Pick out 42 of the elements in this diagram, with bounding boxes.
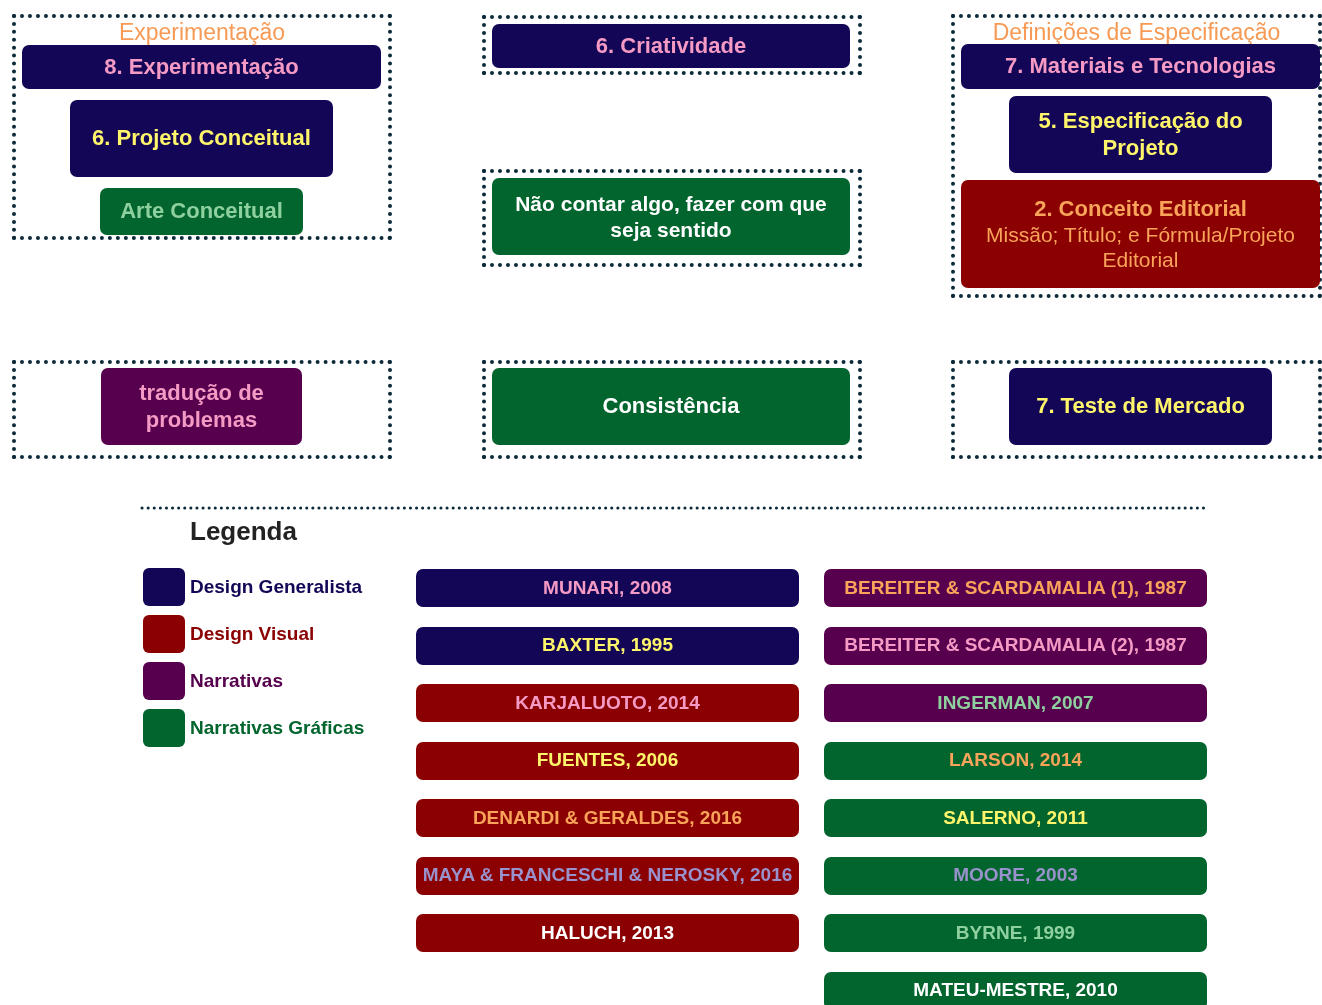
legend-label: Design Generalista	[190, 576, 363, 598]
legend-label: Design Visual	[190, 623, 315, 645]
reference-box: FUENTES, 2006	[416, 741, 799, 780]
dotted-frame	[951, 360, 1322, 459]
legend-title: Legenda	[190, 516, 297, 547]
legend-label: Narrativas	[190, 670, 283, 692]
dotted-frame	[482, 360, 862, 459]
stage-box: 5. Especificação do Projeto	[1009, 96, 1272, 173]
dotted-frame	[482, 169, 862, 267]
dotted-frame	[482, 15, 862, 75]
dotted-frame	[951, 14, 1322, 298]
group-title: Experimentação	[118, 19, 286, 46]
stage-box: 7. Materiais e Tecnologias	[961, 44, 1320, 89]
dotted-frame	[12, 360, 392, 459]
reference-box: BEREITER & SCARDAMALIA (1), 1987	[824, 569, 1207, 607]
stage-box: tradução de problemas	[101, 368, 302, 445]
reference-box: MOORE, 2003	[824, 856, 1207, 895]
stage-box: 6. Criatividade	[492, 24, 850, 68]
reference-box: LARSON, 2014	[824, 741, 1207, 780]
legend-label: Narrativas Gráficas	[190, 717, 365, 739]
group-title: Definições de Especificação	[992, 19, 1281, 46]
stage-box: 8. Experimentação	[22, 45, 381, 89]
reference-box: BYRNE, 1999	[824, 914, 1207, 952]
reference-box: BAXTER, 1995	[416, 626, 799, 665]
dotted-frame	[12, 14, 392, 240]
box-heading: 2. Conceito Editorial	[1034, 195, 1247, 222]
reference-box: MATEU-MESTRE, 2010	[824, 971, 1207, 1005]
stage-box: Arte Conceitual	[100, 188, 303, 235]
stage-box: 7. Teste de Mercado	[1009, 368, 1272, 445]
box-body: Missão; Título; e Fórmula/Projeto Editorial	[985, 222, 1296, 273]
reference-box: MUNARI, 2008	[416, 569, 799, 607]
reference-box: MAYA & FRANCESCHI & NEROSKY, 2016	[416, 856, 799, 895]
reference-box: BEREITER & SCARDAMALIA (2), 1987	[824, 626, 1207, 665]
stage-box: 6. Projeto Conceitual	[70, 100, 333, 177]
reference-box: SALERNO, 2011	[824, 799, 1207, 837]
reference-box: DENARDI & GERALDES, 2016	[416, 799, 799, 837]
reference-box: HALUCH, 2013	[416, 914, 799, 952]
reference-box: KARJALUOTO, 2014	[416, 684, 799, 722]
stage-box	[961, 180, 1320, 288]
reference-box: INGERMAN, 2007	[824, 684, 1207, 722]
stage-box: Consistência	[492, 368, 850, 445]
stage-box: Não contar algo, fazer com que seja sentido	[492, 178, 850, 255]
